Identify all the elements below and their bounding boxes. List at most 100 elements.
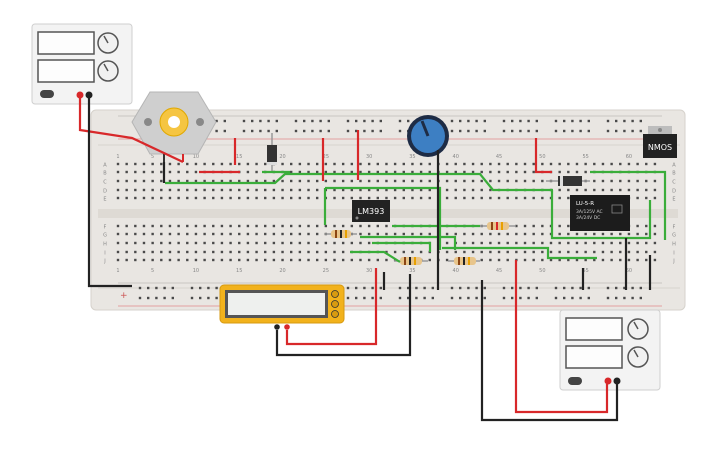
breadboard-hole[interactable] <box>489 250 492 254</box>
breadboard-hole[interactable] <box>267 129 270 133</box>
breadboard-hole[interactable] <box>653 241 657 245</box>
breadboard-hole[interactable] <box>587 119 590 123</box>
breadboard-hole[interactable] <box>575 232 579 236</box>
breadboard-hole[interactable] <box>385 258 388 262</box>
breadboard-hole[interactable] <box>220 258 224 262</box>
negative-terminal[interactable] <box>613 377 621 385</box>
breadboard-hole[interactable] <box>502 286 506 290</box>
breadboard-hole[interactable] <box>350 170 354 174</box>
breadboard-hole[interactable] <box>454 170 457 174</box>
breadboard-hole[interactable] <box>194 232 198 236</box>
breadboard-hole[interactable] <box>125 162 128 166</box>
breadboard-hole[interactable] <box>419 196 423 200</box>
breadboard-hole[interactable] <box>142 232 146 236</box>
breadboard-hole[interactable] <box>125 250 128 254</box>
breadboard-hole[interactable] <box>511 296 514 300</box>
dc-motor-icon[interactable] <box>131 91 217 162</box>
breadboard-hole[interactable] <box>371 296 374 300</box>
breadboard-hole[interactable] <box>160 241 163 245</box>
breadboard-hole[interactable] <box>160 170 163 174</box>
breadboard-hole[interactable] <box>558 250 561 254</box>
diode-icon[interactable] <box>267 133 277 172</box>
breadboard-hole[interactable] <box>601 258 605 262</box>
breadboard-hole[interactable] <box>155 286 158 290</box>
breadboard-hole[interactable] <box>489 232 492 236</box>
breadboard-hole[interactable] <box>587 286 590 290</box>
breadboard-hole[interactable] <box>593 162 596 166</box>
breadboard-hole[interactable] <box>324 162 328 166</box>
breadboard-hole[interactable] <box>116 258 120 262</box>
breadboard-hole[interactable] <box>653 188 657 192</box>
breadboard-hole[interactable] <box>290 179 293 183</box>
breadboard-hole[interactable] <box>398 286 402 290</box>
breadboard-hole[interactable] <box>229 196 232 200</box>
breadboard-hole[interactable] <box>315 196 319 200</box>
breadboard-hole[interactable] <box>411 162 414 166</box>
breadboard-hole[interactable] <box>515 250 518 254</box>
breadboard-hole[interactable] <box>567 188 570 192</box>
breadboard-hole[interactable] <box>311 119 314 123</box>
breadboard-hole[interactable] <box>255 258 258 262</box>
breadboard-hole[interactable] <box>506 258 509 262</box>
breadboard-hole[interactable] <box>163 296 166 300</box>
positive-terminal[interactable] <box>604 377 612 385</box>
breadboard-hole[interactable] <box>203 232 206 236</box>
breadboard-hole[interactable] <box>402 170 405 174</box>
breadboard-hole[interactable] <box>639 129 642 133</box>
breadboard-hole[interactable] <box>506 196 509 200</box>
breadboard-hole[interactable] <box>463 170 466 174</box>
breadboard-hole[interactable] <box>171 286 174 290</box>
breadboard-hole[interactable] <box>593 232 596 236</box>
breadboard-hole[interactable] <box>541 258 544 262</box>
breadboard-hole[interactable] <box>527 286 530 290</box>
breadboard-hole[interactable] <box>515 232 518 236</box>
breadboard-hole[interactable] <box>333 224 336 228</box>
breadboard-hole[interactable] <box>264 224 267 228</box>
breadboard-hole[interactable] <box>541 250 544 254</box>
breadboard-hole[interactable] <box>259 129 262 133</box>
breadboard-hole[interactable] <box>255 179 258 183</box>
breadboard-hole[interactable] <box>532 162 535 166</box>
breadboard-hole[interactable] <box>535 286 538 290</box>
breadboard-hole[interactable] <box>298 258 302 262</box>
breadboard-hole[interactable] <box>475 296 478 300</box>
breadboard-hole[interactable] <box>255 162 258 166</box>
breadboard-hole[interactable] <box>307 241 310 245</box>
power-switch[interactable] <box>40 90 54 98</box>
breadboard-hole[interactable] <box>190 286 194 290</box>
breadboard-hole[interactable] <box>480 250 483 254</box>
breadboard-hole[interactable] <box>160 258 163 262</box>
breadboard-hole[interactable] <box>275 119 278 123</box>
breadboard-hole[interactable] <box>307 250 310 254</box>
breadboard-hole[interactable] <box>290 162 293 166</box>
breadboard-hole[interactable] <box>290 241 293 245</box>
breadboard-hole[interactable] <box>619 258 622 262</box>
breadboard-hole[interactable] <box>255 196 258 200</box>
breadboard-hole[interactable] <box>333 162 336 166</box>
breadboard-hole[interactable] <box>480 232 483 236</box>
breadboard-hole[interactable] <box>415 296 418 300</box>
breadboard-hole[interactable] <box>324 179 328 183</box>
potentiometer-knob-icon[interactable] <box>407 115 449 157</box>
breadboard-hole[interactable] <box>402 179 405 183</box>
breadboard-hole[interactable] <box>246 258 250 262</box>
breadboard-hole[interactable] <box>371 286 374 290</box>
breadboard-hole[interactable] <box>229 232 232 236</box>
breadboard-hole[interactable] <box>653 162 657 166</box>
breadboard-hole[interactable] <box>246 241 250 245</box>
breadboard-hole[interactable] <box>601 179 605 183</box>
breadboard-hole[interactable] <box>194 241 198 245</box>
breadboard-hole[interactable] <box>606 129 610 133</box>
breadboard-hole[interactable] <box>379 286 382 290</box>
breadboard-hole[interactable] <box>402 232 405 236</box>
breadboard-hole[interactable] <box>471 241 475 245</box>
breadboard-hole[interactable] <box>186 250 189 254</box>
breadboard-hole[interactable] <box>471 188 475 192</box>
breadboard-hole[interactable] <box>281 224 284 228</box>
breadboard-hole[interactable] <box>116 250 120 254</box>
breadboard-hole[interactable] <box>160 162 163 166</box>
breadboard-hole[interactable] <box>497 179 501 183</box>
breadboard-hole[interactable] <box>264 162 267 166</box>
breadboard-hole[interactable] <box>645 258 648 262</box>
breadboard-hole[interactable] <box>601 232 605 236</box>
